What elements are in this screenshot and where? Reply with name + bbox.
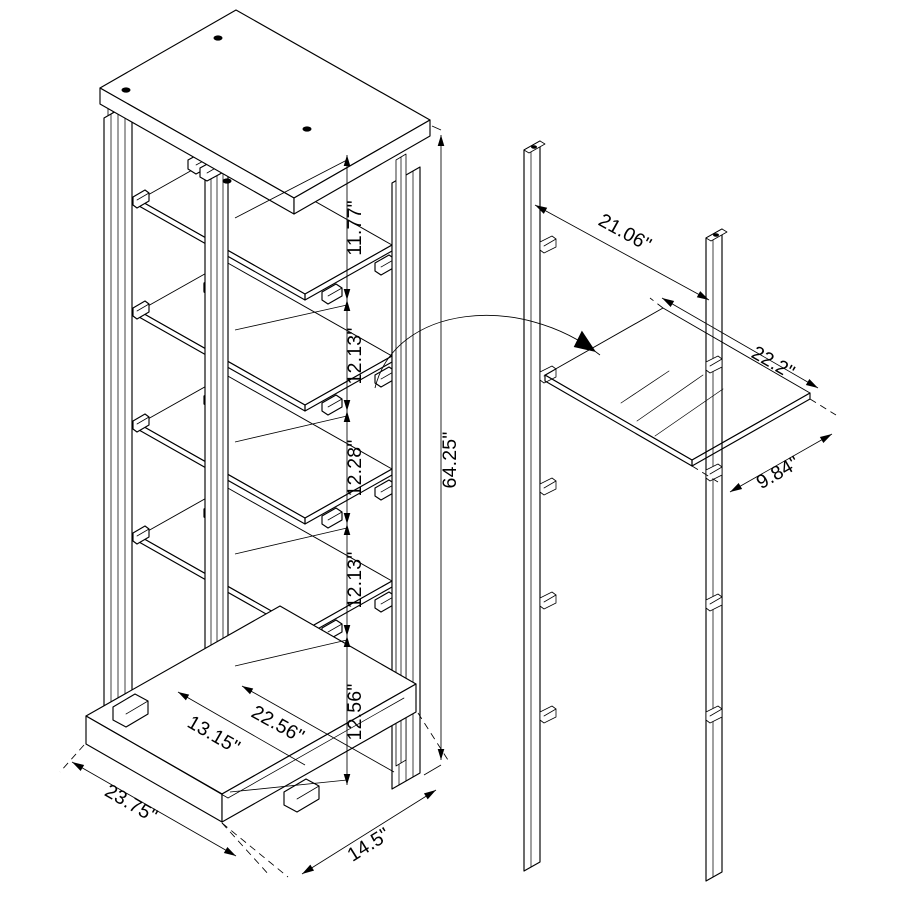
shelf-clip bbox=[132, 413, 150, 433]
shelf-clip bbox=[132, 189, 150, 209]
dimension-label: 23.75" bbox=[101, 780, 161, 828]
dimension-label: 12.28" bbox=[344, 440, 366, 497]
dimension-label: 11.77" bbox=[344, 200, 366, 255]
detail-left-post bbox=[523, 140, 557, 872]
dimension-chain-shelf-spacing: 11.77" 12.13" 12.28" 12.13" 12.56" bbox=[229, 155, 366, 793]
post-clip bbox=[539, 705, 557, 724]
shelf-mounting-detail-view: 21.06" 22.2" 9.84" bbox=[374, 140, 837, 882]
dimension-label: 12.13" bbox=[344, 552, 366, 609]
detail-glass-shelf bbox=[544, 307, 811, 467]
post-clip bbox=[705, 463, 723, 482]
post-clip bbox=[705, 593, 723, 612]
dimension-overall-height: 64.25" bbox=[423, 125, 461, 776]
post-clip bbox=[705, 705, 723, 724]
shelf-clip bbox=[321, 283, 343, 305]
shelf-clip bbox=[321, 394, 343, 416]
cabinet-assembly-view: 11.77" 12.13" 12.28" 12.13" 12.56" 64.25… bbox=[59, 9, 461, 878]
left-corner-post bbox=[103, 101, 133, 739]
post-clip bbox=[539, 591, 557, 610]
detail-right-post bbox=[705, 228, 728, 882]
post-clip bbox=[539, 477, 557, 496]
post-clip bbox=[539, 235, 557, 254]
post-clip bbox=[705, 355, 723, 374]
base-corner-cap bbox=[112, 693, 149, 728]
callout-curved-arrow bbox=[374, 315, 601, 389]
dimension-label: 12.56" bbox=[344, 684, 366, 741]
shelf-clip bbox=[132, 300, 150, 320]
dimension-label: 12.13" bbox=[344, 328, 366, 385]
dimension-post-gap: 21.06" bbox=[534, 204, 710, 301]
dimension-label: 21.06" bbox=[595, 209, 655, 256]
top-panel bbox=[99, 9, 431, 215]
shelf-clip bbox=[321, 507, 343, 529]
shelf-clip bbox=[132, 525, 150, 545]
glass-reflection-lines bbox=[620, 370, 724, 437]
base-corner-cap bbox=[283, 778, 320, 813]
rear-right-post bbox=[395, 153, 407, 767]
dimension-label: 14.5" bbox=[344, 823, 395, 866]
dimension-label: 64.25" bbox=[439, 432, 461, 489]
dimension-label: 9.84" bbox=[753, 452, 804, 494]
